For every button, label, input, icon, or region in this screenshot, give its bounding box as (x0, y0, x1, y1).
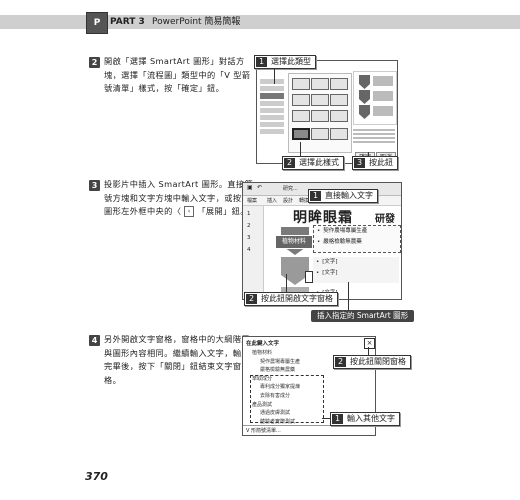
outline-item-level2[interactable]: 通過皮膚測試 (260, 410, 291, 417)
close-icon[interactable]: × (364, 338, 375, 349)
slide-number[interactable]: 2 (247, 223, 251, 229)
callout-line (300, 142, 301, 156)
outline-item-level2[interactable]: 體驗者實際測試 (260, 418, 296, 425)
smartart-dialog-screenshot: 確定 取消 (256, 60, 398, 164)
callout-inserted-smartart: 插入指定的 SmartArt 圖形 (311, 310, 415, 322)
step-badge: 3 (89, 180, 100, 191)
document-title: 研究... (283, 186, 298, 192)
step-text: 開啟「選擇 SmartArt 圖形」對話方塊，選擇「流程圖」類型中的「V 型箭號… (104, 56, 251, 93)
save-icon[interactable]: ▣ (247, 184, 253, 191)
callout-line (286, 274, 287, 292)
v-arrow-list-thumbnail[interactable] (292, 128, 310, 140)
outline-item-level2[interactable]: 嚴格檢驗無農藥 (260, 367, 296, 374)
tab-design[interactable]: 設計 (283, 198, 294, 204)
layout-name-link[interactable]: V 形箭號清單... (246, 428, 281, 434)
new-items-highlight (250, 375, 324, 423)
slide-number[interactable]: 1 (247, 211, 251, 217)
expand-button-icon: ‹ (184, 206, 195, 217)
powerpoint-logo-icon: P (86, 12, 108, 34)
undo-icon[interactable]: ↶ (257, 184, 263, 191)
callout-line (322, 418, 330, 419)
outline-item-level1[interactable]: 萃取成分 (252, 375, 273, 382)
page-number: 370 (85, 470, 108, 483)
part-label: PART 3 (110, 17, 145, 27)
text-box-1[interactable]: 契作農場專屬生產 嚴格檢驗無農藥 (313, 225, 401, 253)
outline-item-level2[interactable]: 專利成分獨家提煉 (260, 384, 301, 391)
callout-line (348, 282, 349, 310)
tab-file[interactable]: 檔案 (247, 198, 258, 204)
slide-thumbnail-panel: 1 2 3 4 (243, 206, 264, 299)
tab-insert[interactable]: 插入 (267, 198, 278, 204)
callout-line (368, 347, 369, 355)
step-text: 另外開啟文字窗格，窗格中的大綱階層與圖形內容相同。繼續輸入文字，輸入完畢後，按下… (104, 334, 250, 385)
callout-line (368, 152, 369, 156)
style-gallery[interactable] (288, 73, 352, 153)
slide-title[interactable]: 明眸眼霜 (293, 210, 353, 226)
tab-transitions[interactable]: 轉換 (299, 198, 310, 204)
chevron-label-box[interactable]: 植物材料 (275, 235, 313, 249)
category-list (260, 77, 284, 147)
slide-number[interactable]: 4 (247, 247, 251, 253)
text-box-2[interactable]: [文字] [文字] (313, 257, 399, 283)
text-pane-title: 在此鍵入文字 (246, 341, 280, 347)
step-badge: 2 (89, 57, 100, 68)
step-text: 投影片中插入 SmartArt 圖形。直接箭號方塊和文字方塊中輸入文字，或按下圖… (104, 179, 254, 217)
callout-line (274, 68, 275, 84)
slide-title-right: 研發 (375, 214, 395, 225)
preview-pane (353, 71, 397, 125)
outline-item-level1[interactable]: 產品測試 (252, 401, 273, 408)
slide-canvas: 明眸眼霜 研發 植物材料 契作農場專屬生產 嚴格檢驗無農藥 [文字] [文字] … (265, 207, 401, 299)
outline-item-level2[interactable]: 契作農場專屬生產 (260, 358, 301, 365)
chapter-title: PowerPoint 簡易簡報 (152, 17, 241, 27)
slide-number[interactable]: 3 (247, 235, 251, 241)
expand-pane-button[interactable] (305, 271, 313, 283)
step-badge: 4 (89, 335, 100, 346)
header-bar (0, 15, 520, 29)
description-text (353, 127, 395, 147)
outline-item-level2[interactable]: 去除有害成分 (260, 392, 291, 399)
divider (243, 425, 375, 426)
outline-list[interactable]: 植物材料 契作農場專屬生產 嚴格檢驗無農藥 萃取成分 專利成分獨家提煉 去除有害… (246, 349, 372, 425)
outline-item-level1[interactable]: 植物材料 (252, 350, 273, 356)
